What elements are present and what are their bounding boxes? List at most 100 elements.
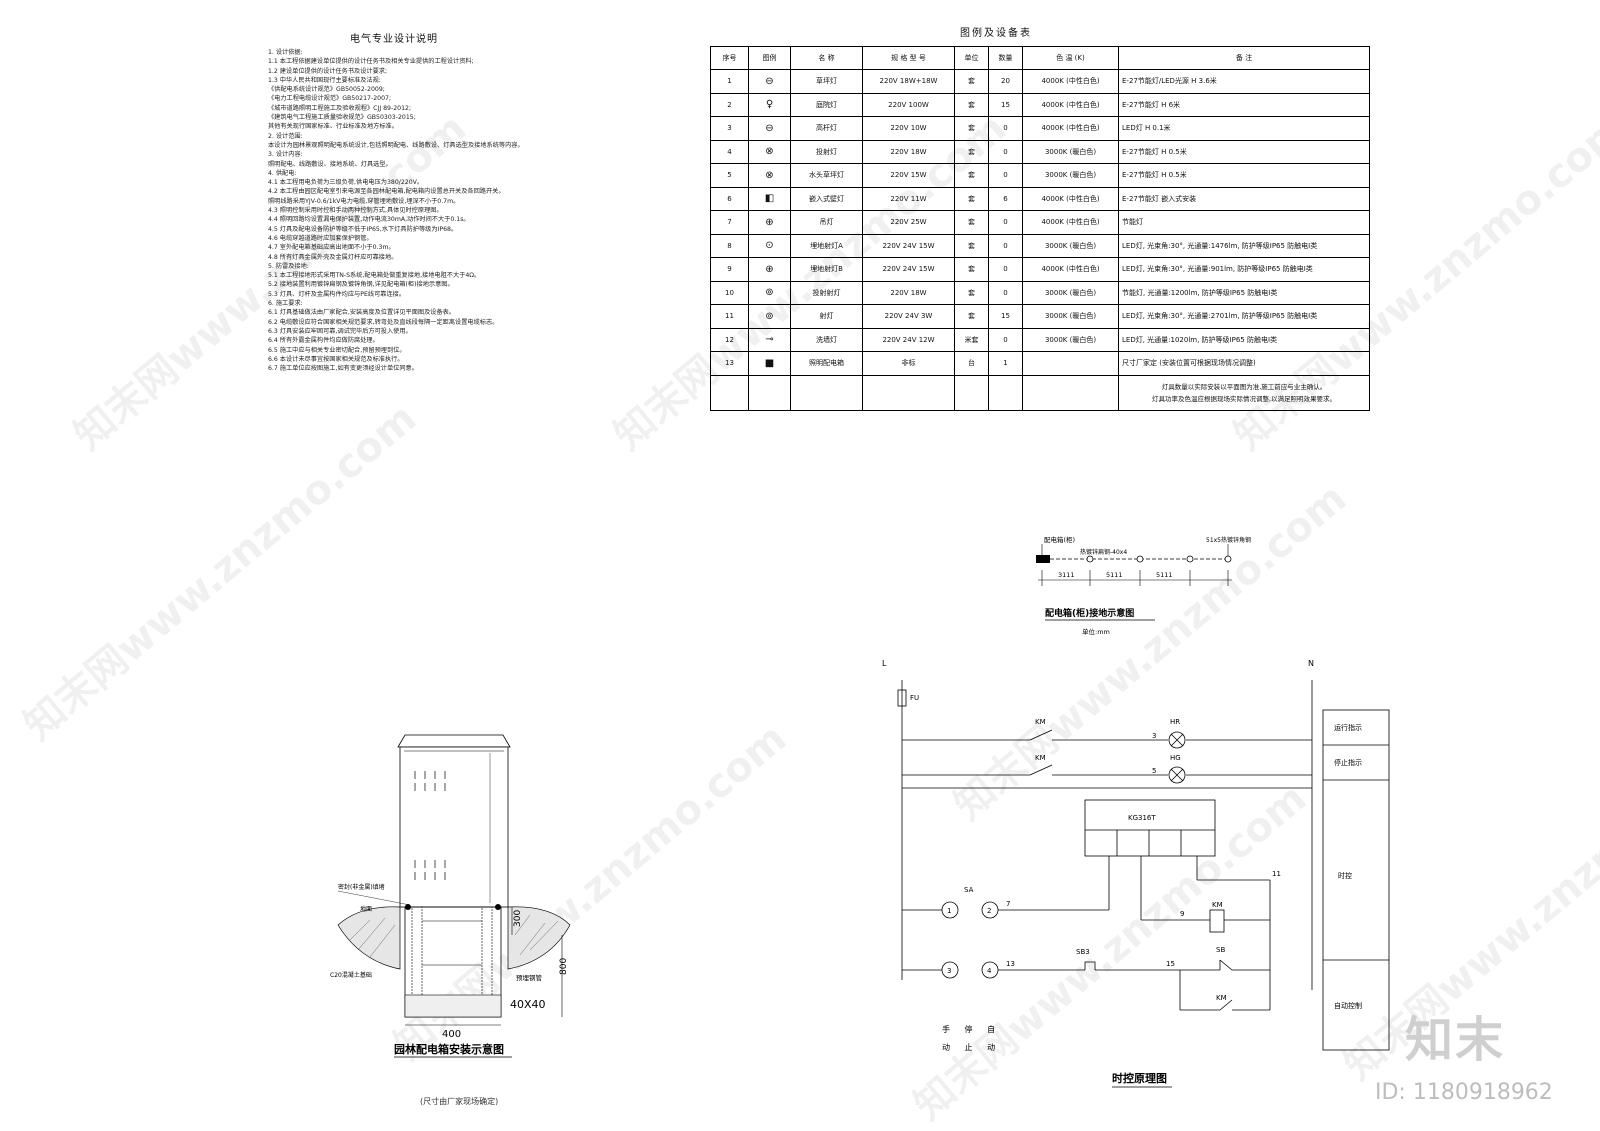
side-label: 运行指示 <box>1334 723 1362 732</box>
footnote-line: 灯具功率及色温应根据现场实际情况调整,以满足照明效果要求。 <box>1151 394 1337 403</box>
notes-line: 5.1 本工程接地形式采用TN-S系统,配电箱处做重复接地,接地电阻不大于4Ω。 <box>268 272 481 280</box>
notes-line: 6.7 施工单位应按图施工,如有变更须经设计单位同意。 <box>268 365 418 373</box>
table-header-cell: 单位 <box>954 46 989 70</box>
table-cell: 3 <box>710 116 749 141</box>
node-label: 15 <box>1166 960 1175 968</box>
legend-symbol-icon: ⊗ <box>748 139 791 164</box>
notes-line: 6.3 灯具安装应牢固可靠,调试完毕后方可投入使用。 <box>268 327 412 335</box>
terminal-label: 2 <box>987 907 991 915</box>
table-cell: 米套 <box>954 327 989 352</box>
table-cell: 0 <box>988 116 1023 141</box>
table-cell: E-27节能灯 H 0.5米 <box>1118 139 1370 164</box>
table-cell: 节能灯 <box>1118 210 1370 235</box>
table-cell: 15 <box>988 92 1023 117</box>
notes-line: 6. 施工要求: <box>268 300 303 308</box>
grounding-flat-label: 热镀锌扁钢-40x4 <box>1080 548 1127 556</box>
table-cell: 10 <box>710 280 749 305</box>
notes-line: 6.2 电缆敷设应符合国家相关规范要求,转弯处及直线段每隔一定距离设置电缆标志。 <box>268 318 499 326</box>
legend-symbol-icon: ⊙ <box>748 233 791 258</box>
notes-line: 4.2 本工程由园区配电室引来电源至各园林配电箱,配电箱内设置总开关及各回路开关… <box>268 188 505 196</box>
notes-line: 《建筑电气工程施工质量验收规范》GB50303-2015; <box>268 114 416 122</box>
cabinet-conc-label: C20混凝土基础 <box>330 971 372 979</box>
notes-line: 本设计为园林景观照明配电系统设计,包括照明配电、线路敷设、灯具选型及接地系统等内… <box>268 141 524 149</box>
notes-line: 照明线路采用YJV-0.6/1kV电力电缆,穿管埋地敷设,埋深不小于0.7m。 <box>268 197 460 205</box>
table-footnote: 灯具数量以实际安装以平面图为准,施工前应与业主确认。灯具功率及色温应根据现场实际… <box>1118 374 1370 411</box>
table-cell: 9 <box>710 257 749 282</box>
notes-line: 1.2 建设单位提供的设计任务书及设计要求; <box>268 67 388 75</box>
node-label: 9 <box>1180 910 1184 918</box>
label-FU: FU <box>910 694 919 702</box>
circuit-diagram: L N FU KM KM HR HG 3 5 KG316T 1 2 3 4 7 … <box>882 660 1390 1088</box>
table-title: 图例及设备表 <box>960 28 1032 39</box>
table-cell: 4000K (中性白色) <box>1022 69 1119 94</box>
notes-line: 5. 防雷及接地: <box>268 262 309 270</box>
label-HR: HR <box>1170 718 1180 726</box>
table-cell: E-27节能灯 嵌入式安装 <box>1118 186 1370 211</box>
node-label: 13 <box>1006 960 1015 968</box>
table-cell: 套 <box>954 116 989 141</box>
dim-4040: 40X40 <box>510 998 546 1011</box>
grounding-box-label: 配电箱(柜) <box>1044 535 1075 544</box>
label-SB2: SB <box>1216 946 1225 954</box>
table-cell: 220V 15W <box>862 163 955 188</box>
side-label: 时控 <box>1338 871 1352 880</box>
table-cell: 2 <box>710 92 749 117</box>
label-KM-2: KM <box>1035 754 1046 762</box>
table-cell: 3000K (暖白色) <box>1022 327 1119 352</box>
notes-line: 6.5 施工中应与相关专业密切配合,预留预埋到位。 <box>268 346 406 354</box>
table-cell: 套 <box>954 139 989 164</box>
table-cell: 220V 18W <box>862 139 955 164</box>
table-cell: 3000K (暖白色) <box>1022 139 1119 164</box>
table-cell: 13 <box>710 351 749 376</box>
table-cell: 7 <box>710 210 749 235</box>
label-KM-1: KM <box>1035 718 1046 726</box>
table-header-cell: 数量 <box>988 46 1023 70</box>
table-cell: LED灯 H 0.1米 <box>1118 116 1370 141</box>
notes-line: 照明配电、线路敷设、接地系统、灯具选型。 <box>268 160 392 168</box>
notes-line: 4. 供配电: <box>268 169 297 177</box>
brand-logo: 知末 <box>1405 1012 1506 1068</box>
table-cell: 节能灯, 光通量:1200lm, 防护等级IP65 防触电I类 <box>1118 280 1370 305</box>
table-cell: 套 <box>954 233 989 258</box>
table-cell: 0 <box>988 210 1023 235</box>
table-cell: 6 <box>988 186 1023 211</box>
table-header-cell: 色 温 (K) <box>1022 46 1119 70</box>
table-cell: 埋地射灯B <box>790 257 863 282</box>
table-cell: 1 <box>710 69 749 94</box>
switch-positions: 手 停 自 <box>942 1024 1001 1034</box>
table-cell: 射灯 <box>790 304 863 329</box>
dim-label: 5111 <box>1106 571 1123 579</box>
legend-symbol-icon: ⊸ <box>748 327 791 352</box>
table-cell: 4000K (中性白色) <box>1022 186 1119 211</box>
cabinet-seal-label: 密封(非金属)填堵 <box>338 883 385 891</box>
circuit-title: 时控原理图 <box>1112 1071 1167 1085</box>
table-cell: 6 <box>710 186 749 211</box>
table-cell: 套 <box>954 186 989 211</box>
table-header-cell: 序号 <box>710 46 749 70</box>
table-cell: 套 <box>954 92 989 117</box>
cabinet-ground-label: 地面 <box>360 905 372 913</box>
table-cell: 0 <box>988 327 1023 352</box>
node-label: 11 <box>1272 870 1281 878</box>
table-cell: 11 <box>710 304 749 329</box>
table-cell: 220V 11W <box>862 186 955 211</box>
table-cell: 尺寸厂家定 (安装位置可根据现场情况调整) <box>1118 351 1370 376</box>
grounding-unit: 单位:mm <box>1082 627 1110 636</box>
table-cell: 照明配电箱 <box>790 351 863 376</box>
table-cell: 0 <box>988 233 1023 258</box>
notes-line: 5.2 接地装置利用镀锌扁钢及镀锌角钢,详见配电箱(柜)接地示意图。 <box>268 281 454 289</box>
table-cell: 套 <box>954 210 989 235</box>
notes-title: 电气专业设计说明 <box>350 34 438 45</box>
table-cell <box>710 374 749 411</box>
dim-400: 400 <box>442 1029 461 1040</box>
table-cell: 4000K (中性白色) <box>1022 92 1119 117</box>
table-cell: 吊灯 <box>790 210 863 235</box>
legend-symbol-icon: ⊕ <box>748 210 791 235</box>
switch-positions-2: 动 止 动 <box>942 1042 1001 1052</box>
table-cell: 220V 24V 15W <box>862 233 955 258</box>
notes-line: 6.6 本设计未尽事宜按国家相关规范及标准执行。 <box>268 355 404 363</box>
terminal-label: 3 <box>947 967 951 975</box>
table-cell: 4 <box>710 139 749 164</box>
